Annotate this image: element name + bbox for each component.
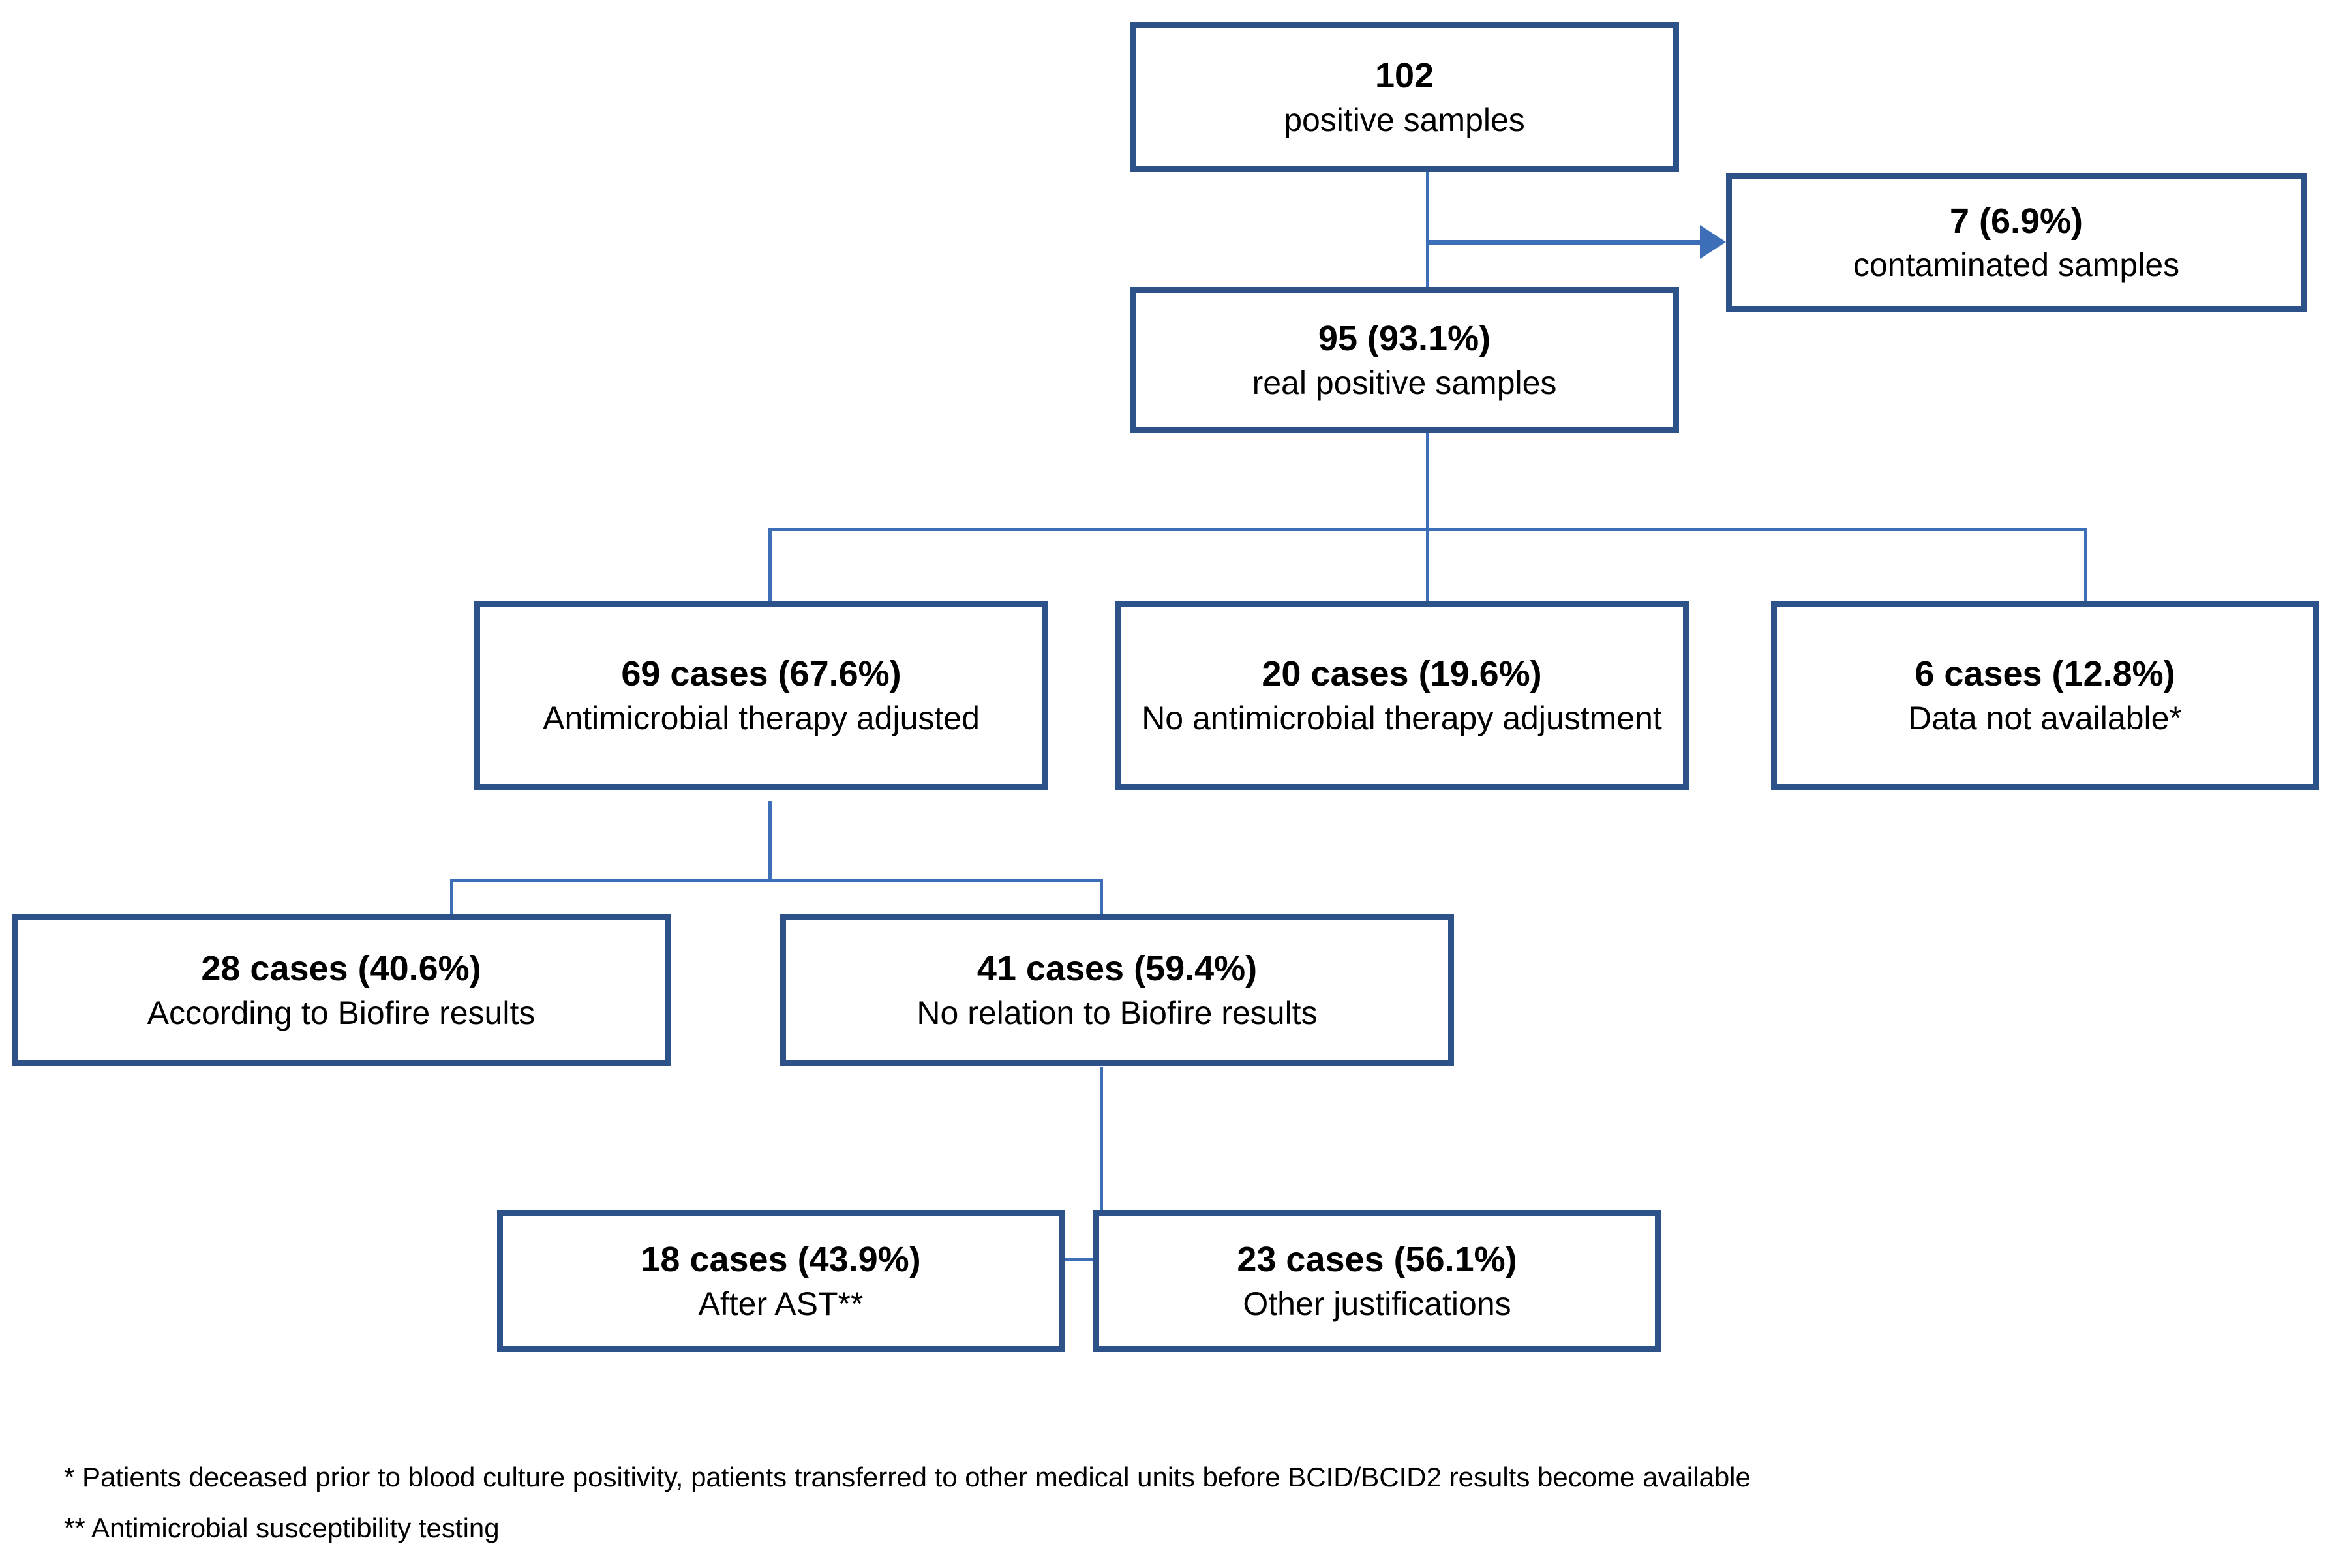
node-contaminated-samples-subtitle: contaminated samples bbox=[1853, 247, 2180, 284]
node-therapy-adjusted-title: 69 cases (67.6%) bbox=[621, 654, 901, 694]
footnote-single-asterisk: * Patients deceased prior to blood cultu… bbox=[64, 1462, 1751, 1492]
node-other-justifications[interactable]: 23 cases (56.1%) Other justifications bbox=[1093, 1210, 1661, 1352]
node-according-biofire[interactable]: 28 cases (40.6%) According to Biofire re… bbox=[12, 914, 671, 1066]
node-data-not-available-title: 6 cases (12.8%) bbox=[1915, 654, 2175, 694]
footnote-double-asterisk: ** Antimicrobial susceptibility testing bbox=[64, 1513, 500, 1543]
node-therapy-adjusted-subtitle: Antimicrobial therapy adjusted bbox=[543, 699, 980, 736]
node-contaminated-samples-title: 7 (6.9%) bbox=[1949, 201, 2083, 241]
node-no-relation-biofire-subtitle: No relation to Biofire results bbox=[916, 994, 1318, 1031]
node-data-not-available[interactable]: 6 cases (12.8%) Data not available* bbox=[1771, 601, 2319, 790]
node-real-positive-samples-title: 95 (93.1%) bbox=[1318, 319, 1491, 359]
node-according-biofire-title: 28 cases (40.6%) bbox=[201, 949, 481, 989]
node-no-relation-biofire[interactable]: 41 cases (59.4%) No relation to Biofire … bbox=[780, 914, 1454, 1066]
connector-drop-according-biofire bbox=[450, 879, 453, 916]
connector-69-trunk bbox=[768, 801, 772, 881]
connector-drop-no-adjustment bbox=[1426, 528, 1429, 603]
node-real-positive-samples[interactable]: 95 (93.1%) real positive samples bbox=[1130, 287, 1679, 433]
connector-drop-therapy-adjusted bbox=[768, 528, 772, 603]
connector-41-trunk bbox=[1100, 1067, 1103, 1182]
node-after-ast[interactable]: 18 cases (43.9%) After AST** bbox=[497, 1210, 1065, 1352]
node-no-therapy-adjustment[interactable]: 20 cases (19.6%) No antimicrobial therap… bbox=[1115, 601, 1689, 790]
connector-102-to-contaminated-line bbox=[1426, 240, 1706, 245]
node-contaminated-samples[interactable]: 7 (6.9%) contaminated samples bbox=[1726, 173, 2307, 312]
node-positive-samples-subtitle: positive samples bbox=[1284, 101, 1525, 138]
node-real-positive-samples-subtitle: real positive samples bbox=[1252, 364, 1557, 401]
node-no-relation-biofire-title: 41 cases (59.4%) bbox=[977, 949, 1258, 989]
connector-102-trunk bbox=[1426, 171, 1429, 288]
connector-row5-bus bbox=[774, 1258, 1408, 1261]
node-after-ast-subtitle: After AST** bbox=[698, 1285, 864, 1322]
node-no-therapy-adjustment-title: 20 cases (19.6%) bbox=[1262, 654, 1542, 694]
node-other-justifications-subtitle: Other justifications bbox=[1243, 1285, 1511, 1322]
node-therapy-adjusted[interactable]: 69 cases (67.6%) Antimicrobial therapy a… bbox=[474, 601, 1048, 790]
node-data-not-available-subtitle: Data not available* bbox=[1908, 699, 2182, 736]
connector-102-to-contaminated-arrowhead bbox=[1700, 225, 1726, 259]
connector-drop-data-not-available bbox=[2084, 528, 2087, 603]
node-according-biofire-subtitle: According to Biofire results bbox=[147, 994, 536, 1031]
node-no-therapy-adjustment-subtitle: No antimicrobial therapy adjustment bbox=[1142, 699, 1662, 736]
node-positive-samples[interactable]: 102 positive samples bbox=[1130, 22, 1679, 172]
node-other-justifications-title: 23 cases (56.1%) bbox=[1237, 1240, 1517, 1280]
connector-row4-bus bbox=[450, 879, 1102, 882]
node-positive-samples-title: 102 bbox=[1374, 56, 1434, 96]
node-after-ast-title: 18 cases (43.9%) bbox=[641, 1240, 921, 1280]
connector-95-trunk bbox=[1426, 432, 1429, 530]
connector-drop-no-relation-biofire bbox=[1100, 879, 1103, 916]
